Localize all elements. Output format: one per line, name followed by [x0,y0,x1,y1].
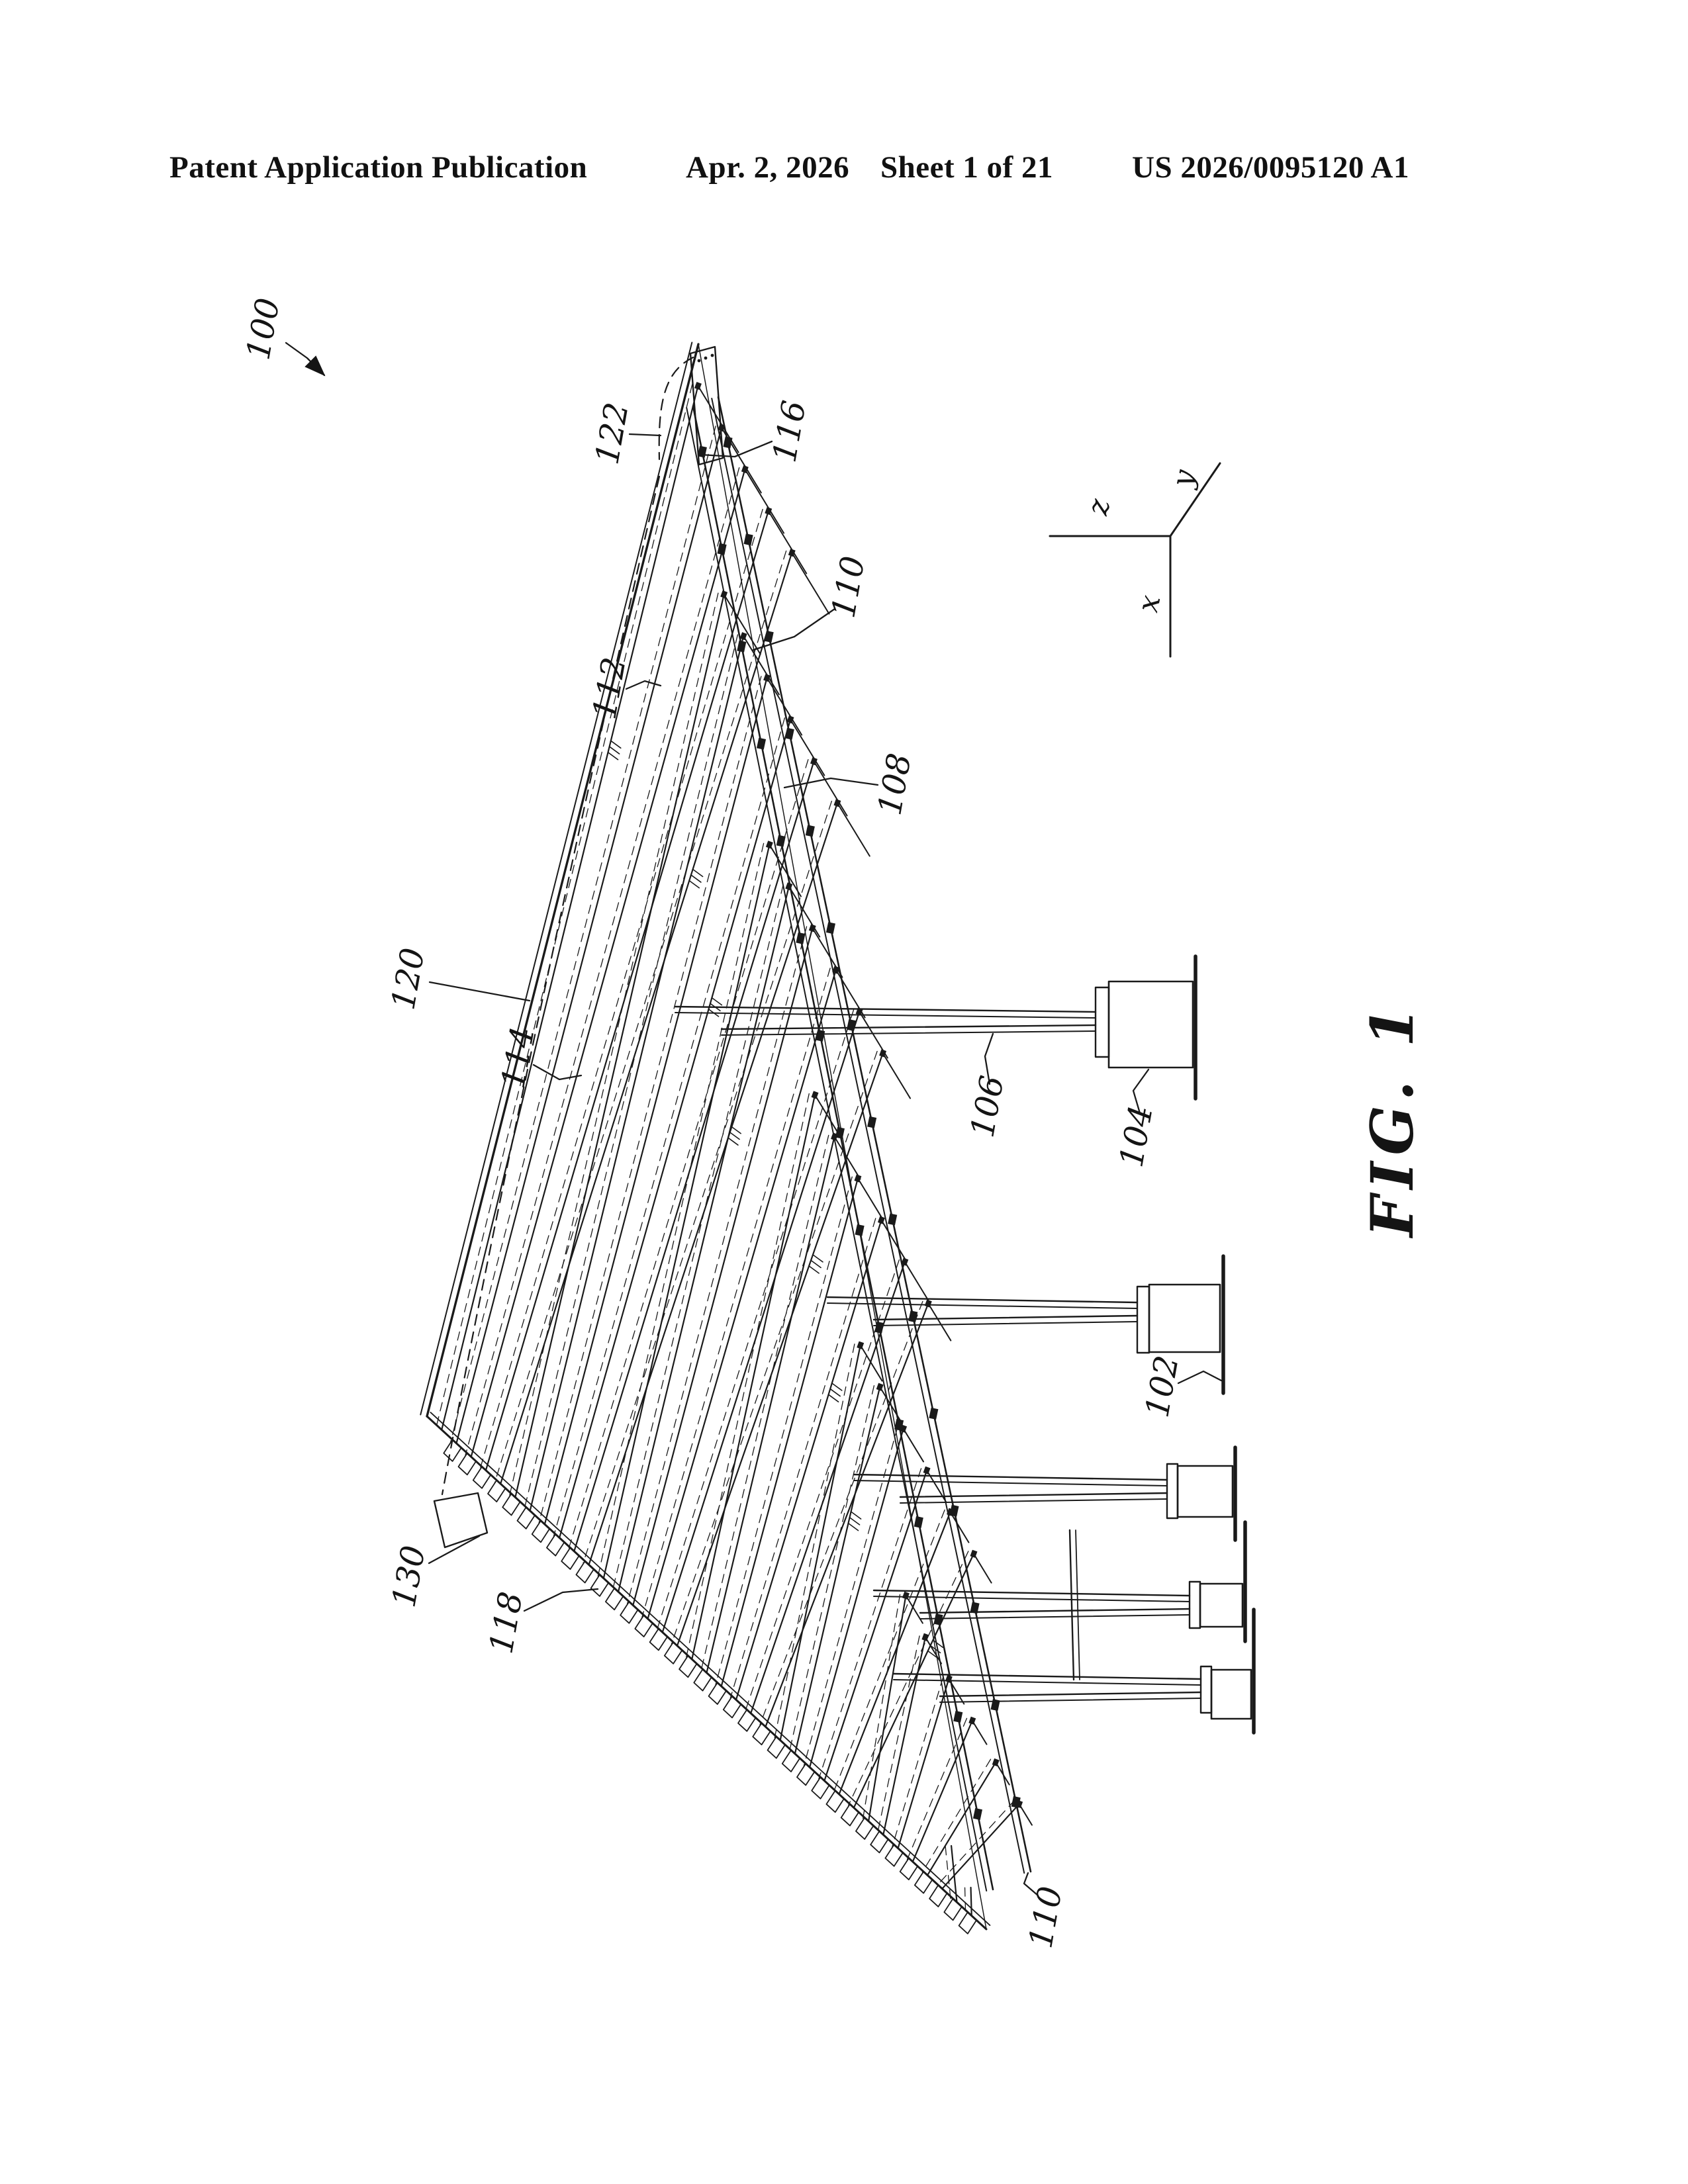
leader-line-104 [1132,1068,1150,1115]
ref-label-118: 118 [482,1589,530,1657]
reference-labels: 100 122 116 110 112 108 120 114 106 104 102 130 118 1… [239,295,1223,1951]
ref-label-112: 112 [585,655,633,722]
posts-and-footings [674,954,1256,1735]
leader-line-120 [428,981,531,1002]
ref-label-110: 110 [824,553,872,621]
header-date: Apr. 2, 2026 [686,150,850,185]
ref-label-108: 108 [870,751,918,818]
leader-line-114 [532,1064,583,1081]
ref-label-122: 122 [588,400,635,467]
leader-line-112 [625,680,662,690]
figure-caption: FIG. 1 [1358,1000,1427,1239]
leader-line-106 [984,1032,994,1085]
leader-line-116 [699,440,773,458]
axis-label-z: z [1080,496,1117,519]
axis-label-y: y [1165,466,1202,491]
ref-label-100: 100 [239,295,287,363]
header-publication-number: US 2026/0095120 A1 [1132,150,1409,185]
junction-box [433,1492,489,1549]
leader-line-122 [628,433,662,437]
ref-label-102: 102 [1138,1353,1186,1420]
header-publication-label: Patent Application Publication [169,150,588,185]
ref-label-106: 106 [963,1073,1011,1140]
solar-array-table [420,341,1033,1934]
header-sheet-number: Sheet 1 of 21 [880,150,1054,185]
ref-label-104: 104 [1112,1103,1160,1170]
leader-line-102 [1177,1370,1223,1385]
ref-label-110: 110 [1021,1884,1069,1951]
leader-line-118 [523,1588,599,1612]
ref-label-116: 116 [765,398,813,465]
torque-tube-rails [686,396,1080,1891]
leader-line-110 [752,608,836,651]
ref-label-120: 120 [384,945,432,1013]
axis-label-x: x [1131,592,1167,615]
ref-label-114: 114 [494,1024,541,1091]
leader-line-108 [783,777,879,789]
ref-label-130: 130 [385,1543,432,1610]
leader-line-130 [428,1535,481,1565]
leader-line-100 [285,341,326,377]
leader-line-110 [1023,1872,1039,1897]
axes-triad: x y z [1049,462,1221,658]
phantom-outline [441,356,694,1496]
